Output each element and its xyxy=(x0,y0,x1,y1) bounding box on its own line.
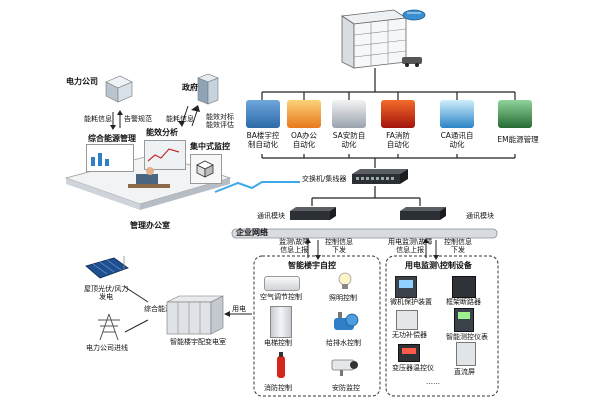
office-screen-label-1: 综合能源管理 xyxy=(88,134,136,143)
building-item-label: 照明控制 xyxy=(329,294,357,302)
car-icon xyxy=(400,52,424,67)
smart-meter-icon xyxy=(454,308,474,332)
network-switch-icon xyxy=(350,168,410,186)
dc-panel-icon xyxy=(456,342,476,366)
comm-module-right-label: 通讯模块 xyxy=(466,212,494,220)
power-company-title: 电力公司 xyxy=(66,77,98,86)
ba-building-control-icon xyxy=(246,100,280,128)
enterprise-network-label: 企业网络 xyxy=(236,228,268,237)
government-info-right: 能效对标 能效评估 xyxy=(206,113,234,130)
category-label: EM能源管理 xyxy=(497,135,539,144)
comm-module-left-icon xyxy=(288,206,338,222)
power-item-label: 无功补偿器 xyxy=(392,331,427,339)
wireless-link xyxy=(214,181,300,193)
energy-analysis-screen-icon xyxy=(144,140,186,170)
air-conditioner-icon xyxy=(264,276,300,291)
solar-panel-icon xyxy=(84,254,130,284)
ca-communication-icon xyxy=(440,100,474,128)
cctv-camera-icon xyxy=(330,356,360,378)
left-link-down-label: 控制信息 下发 xyxy=(325,238,353,255)
power-group-title: 用电监测\控制设备 xyxy=(405,261,472,270)
power-arrow-label: 用电 xyxy=(232,305,246,313)
building-item-label: 给排水控制 xyxy=(326,339,361,347)
energy-mixer-label: 综合能源 xyxy=(144,305,172,313)
water-pump-icon xyxy=(332,310,360,332)
category-label: OA办公 自动化 xyxy=(291,131,317,149)
building-item-label: 电梯控制 xyxy=(264,339,292,347)
category-label: SA安防自 动化 xyxy=(332,131,366,149)
switch-label: 交换机/集线器 xyxy=(302,175,347,183)
transformer-temp-controller-icon xyxy=(398,344,420,362)
power-item-label: 框架断路器 xyxy=(446,298,481,306)
protection-device-icon xyxy=(395,276,417,298)
substation-label: 智能楼宇配变电室 xyxy=(170,338,226,346)
category-label: FA消防 自动化 xyxy=(386,131,410,149)
building-item-label: 消防控制 xyxy=(264,384,292,392)
power-company-building-icon xyxy=(102,72,134,104)
category-label: BA楼宇控 制自动化 xyxy=(246,131,280,149)
grid-incoming-label: 电力公司进线 xyxy=(86,344,128,352)
power-item-label: 智能测控仪表 xyxy=(446,333,488,341)
oa-office-automation-icon xyxy=(287,100,321,128)
central-monitoring-screen-icon xyxy=(190,154,222,184)
government-title: 政府 xyxy=(182,83,198,92)
office-screen-label-3: 集中式监控 xyxy=(190,142,230,151)
comm-module-left-label: 通讯模块 xyxy=(257,212,285,220)
power-item-label: 变压器温控仪 xyxy=(392,364,434,372)
building-group-title: 智能楼宇自控 xyxy=(288,261,336,270)
building-item-label: 安防监控 xyxy=(332,384,360,392)
fire-extinguisher-icon xyxy=(274,350,288,380)
government-building-icon xyxy=(196,72,220,106)
power-company-info-right: 告警规范 xyxy=(124,115,152,123)
office-title: 管理办公室 xyxy=(130,221,170,230)
router-icon xyxy=(402,6,426,21)
building-item-label: 空气调节控制 xyxy=(260,293,302,301)
solar-wind-label: 屋顶光伏/风力 发电 xyxy=(84,285,129,302)
right-link-down-label: 控制信息 下发 xyxy=(444,238,472,255)
operator-desk-icon xyxy=(126,166,172,192)
power-item-label: 直流屏 xyxy=(454,368,475,376)
power-item-label: 微机保护装置 xyxy=(390,298,432,306)
building-group-border xyxy=(253,255,381,397)
power-company-info-left: 能耗信息 xyxy=(84,115,112,123)
government-info-left: 能耗信息 xyxy=(166,115,194,123)
fa-fire-icon xyxy=(381,100,415,128)
more-devices-ellipsis: …… xyxy=(426,378,440,386)
reactive-compensator-icon xyxy=(396,310,418,330)
enterprise-network-pipe xyxy=(231,228,498,239)
comm-module-right-icon xyxy=(398,206,448,222)
office-screen-label-2: 能效分析 xyxy=(146,128,178,137)
elevator-icon xyxy=(270,306,292,338)
energy-management-screen-icon xyxy=(86,144,134,172)
lighting-icon xyxy=(338,272,352,290)
left-link-up-label: 监测\故障 信息上报 xyxy=(279,238,310,255)
frame-breaker-icon xyxy=(452,276,476,298)
power-group-border xyxy=(385,255,499,397)
right-link-up-label: 用电监测\故障 信息上报 xyxy=(388,238,433,255)
switchgear-cabinets-icon xyxy=(165,292,225,336)
category-label: CA通讯自 动化 xyxy=(440,131,474,149)
sa-security-icon xyxy=(332,100,366,128)
power-tower-icon xyxy=(94,312,124,342)
em-energy-management-icon xyxy=(498,100,532,128)
server-tower-icon xyxy=(334,8,414,70)
